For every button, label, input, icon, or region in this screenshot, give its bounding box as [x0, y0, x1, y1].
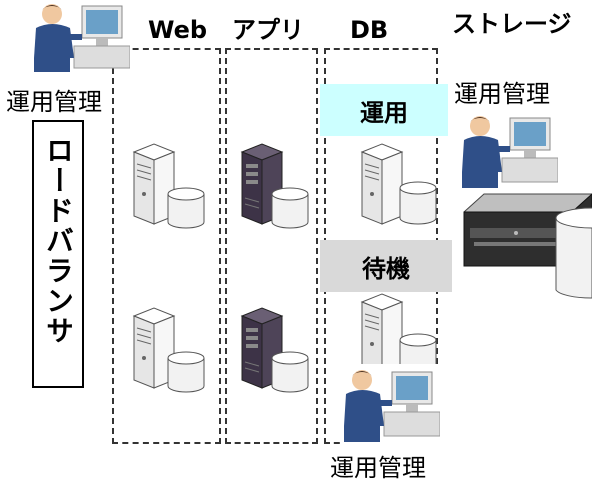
disk-cylinder-icon	[271, 351, 309, 393]
disk-cylinder-icon	[271, 187, 309, 229]
disk-cylinder-icon	[555, 207, 592, 299]
app-server-1	[236, 142, 316, 232]
app-server-2	[236, 306, 316, 396]
tower-server-icon	[240, 143, 284, 225]
column-label-db: DB	[350, 16, 389, 44]
column-label-app: アプリ	[232, 16, 304, 44]
web-tier-box	[112, 48, 221, 444]
app-tier-box	[225, 48, 318, 444]
column-label-storage: ストレージ	[452, 10, 572, 38]
load-balancer-box: ロードバランサ	[32, 120, 84, 388]
tower-server-icon	[360, 293, 404, 375]
admin-icon-top-left	[30, 0, 130, 76]
admin-icon-bottom	[340, 364, 440, 446]
web-server-1	[128, 142, 208, 232]
tower-server-icon	[132, 143, 176, 225]
disk-cylinder-icon	[167, 351, 205, 393]
disk-cylinder-icon	[167, 187, 205, 229]
db-active-label: 運用	[320, 84, 448, 136]
tower-server-icon	[240, 307, 284, 389]
web-server-2	[128, 306, 208, 396]
admin-label-top-right: 運用管理	[454, 80, 550, 108]
db-server-active	[356, 142, 440, 232]
tower-server-icon	[360, 143, 404, 225]
db-standby-label: 待機	[320, 240, 452, 292]
tower-server-icon	[132, 307, 176, 389]
admin-label-top-left: 運用管理	[6, 88, 102, 116]
db-server-standby	[356, 292, 440, 382]
storage-array	[456, 188, 592, 308]
disk-cylinder-icon	[399, 181, 437, 225]
column-label-web: Web	[148, 16, 208, 44]
admin-icon-top-right	[458, 110, 558, 192]
load-balancer-label: ロードバランサ	[42, 136, 75, 346]
admin-label-bottom: 運用管理	[330, 454, 426, 482]
